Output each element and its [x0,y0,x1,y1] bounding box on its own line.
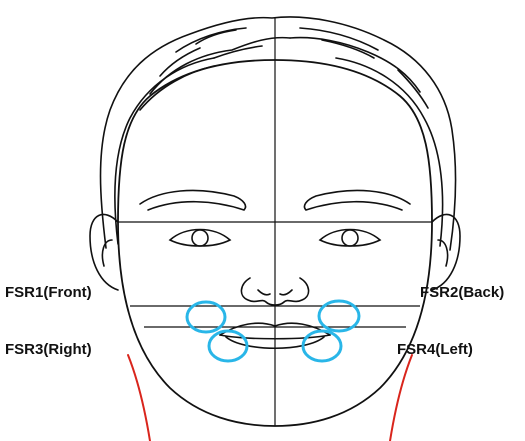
fsr2-label: FSR2(Back) [420,284,504,301]
sensor-rings [187,301,359,361]
fsr4-label: FSR4(Left) [397,341,473,358]
hair [101,17,456,250]
guide-lines [118,18,432,426]
fsr1-label: FSR1(Front) [5,284,92,301]
fsr3-label: FSR3(Right) [5,341,92,358]
